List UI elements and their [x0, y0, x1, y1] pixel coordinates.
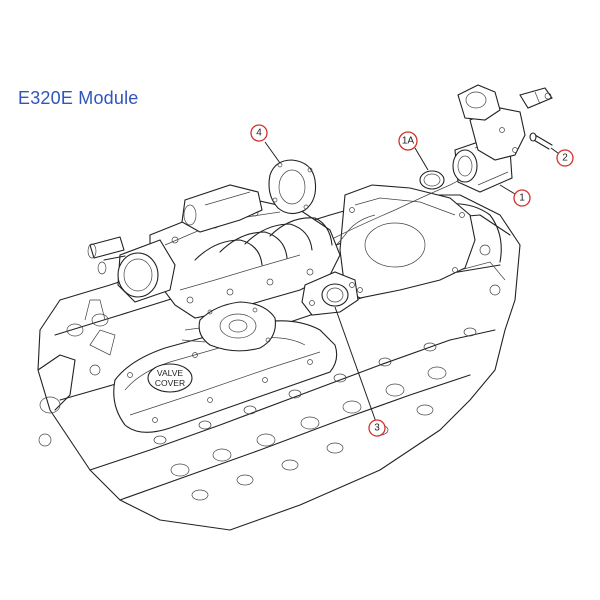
svg-text:1: 1	[519, 193, 525, 204]
callout-2: 2	[556, 149, 574, 167]
callout-4: 4	[250, 124, 268, 142]
egr-outlet-flange	[301, 271, 359, 316]
water-pump-housing	[181, 301, 276, 352]
valve-cover-label-oval	[147, 363, 193, 393]
part-2-bolt	[529, 132, 553, 150]
block-left-end	[37, 299, 116, 447]
svg-text:2: 2	[562, 153, 568, 164]
svg-text:1A: 1A	[402, 136, 415, 147]
valve-cover: VALVE COVER	[113, 320, 338, 433]
callout-1: 1	[513, 189, 531, 207]
leader-1a	[414, 147, 429, 171]
air-inlet-pipe	[181, 184, 263, 233]
leader-3	[334, 306, 377, 423]
leader-4	[264, 141, 281, 164]
callout-1a: 1A	[398, 131, 418, 151]
part-1-egr-valve	[452, 84, 553, 193]
callout-3: 3	[368, 419, 386, 437]
front-cover	[339, 184, 476, 299]
part-1a-o-ring	[419, 170, 445, 190]
diagram-title: E320E Module	[18, 88, 139, 108]
valve-cover-label-line2: COVER	[155, 378, 185, 388]
svg-text:4: 4	[256, 128, 262, 139]
valve-cover-label-line1: VALVE	[157, 368, 183, 378]
svg-text:3: 3	[374, 423, 380, 434]
part-4-gasket	[268, 159, 317, 215]
intake-inlet-tube	[87, 236, 176, 303]
block-port-holes	[153, 327, 477, 501]
